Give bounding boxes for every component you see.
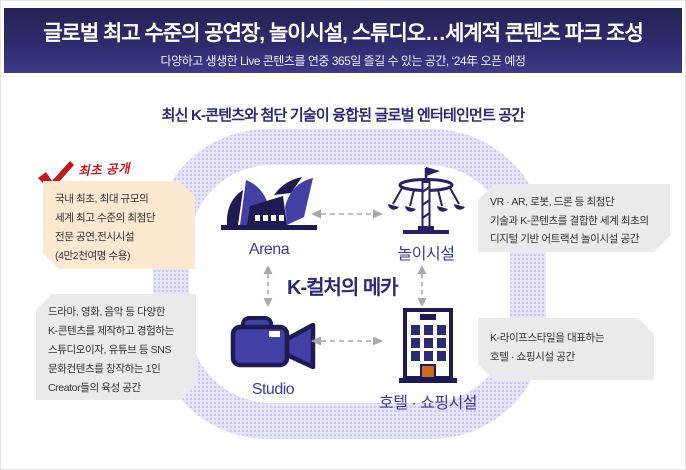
node-arena: Arena xyxy=(219,167,319,259)
arena-icon xyxy=(221,177,317,230)
video-camera-icon xyxy=(230,316,316,369)
diagram-title: 최신 K-콘텐츠와 첨단 기술이 융합된 글로벌 엔터테인먼트 공간 xyxy=(161,107,526,124)
callout-studio-line: 스튜디오이자, 유튜브 등 SNS xyxy=(48,344,172,357)
callout-studio: 드라마, 영화, 음악 등 다양한 K-콘텐츠를 제작하고 경험하는 스튜디오이… xyxy=(36,294,196,400)
callout-arena-line: (4만2천여명 수용) xyxy=(55,250,131,263)
building-icon xyxy=(399,308,457,383)
callout-hotel-line: K-라이프스타일을 대표하는 xyxy=(490,332,605,344)
arrow-ride-hotel xyxy=(417,265,427,307)
first-reveal-label: 최초 공개 xyxy=(77,161,131,179)
callout-arena-line: 전문 공연,전시시설 xyxy=(55,231,135,244)
banner-title: 글로벌 최고 수준의 공연장, 놀이시설, 스튜디오…세계적 콘텐츠 파크 조성 xyxy=(43,22,644,45)
node-studio: Studio xyxy=(229,315,317,399)
arrow-studio-hotel xyxy=(311,336,383,346)
callout-hotel-line: 호텔 · 쇼핑시설 공간 xyxy=(490,351,575,364)
node-ride: 놀이시설 xyxy=(385,164,467,264)
carousel-icon xyxy=(388,167,465,234)
header-banner: 글로벌 최고 수준의 공연장, 놀이시설, 스튜디오…세계적 콘텐츠 파크 조성… xyxy=(4,8,682,73)
ring-shape xyxy=(153,129,546,439)
callout-hotel: K-라이프스타일을 대표하는 호텔 · 쇼핑시설 공간 xyxy=(478,318,654,380)
banner-subtitle: 다양하고 생생한 Live 콘텐츠를 연중 365일 즐길 수 있는 공간, ‘… xyxy=(160,54,526,68)
callout-studio-line: Creator들의 육성 공간 xyxy=(48,382,141,395)
center-label: K-컬처의 메카 xyxy=(287,277,399,299)
node-hotel: 호텔 · 쇼핑시설 xyxy=(378,304,478,413)
callout-ride-line: 기술과 K-콘텐츠를 결합한 세계 최초의 xyxy=(490,214,649,227)
node-hotel-label: 호텔 · 쇼핑시설 xyxy=(378,395,478,412)
callout-arena-line: 국내 최초, 최대 규모의 xyxy=(55,193,149,205)
callout-studio-line: 문화컨텐츠를 창작하는 1인 xyxy=(48,363,161,376)
node-arena-label: Arena xyxy=(248,241,290,258)
node-studio-label: Studio xyxy=(251,381,295,398)
callout-ride-line: VR · AR, 로봇, 드론 등 최첨단 xyxy=(490,196,615,208)
callout-studio-line: 드라마, 영화, 음악 등 다양한 xyxy=(48,306,165,318)
callout-arena: 국내 최초, 최대 규모의 세계 최고 수준의 최첨단 전문 공연,전시시설 (… xyxy=(43,181,195,269)
arrow-arena-studio xyxy=(263,265,273,307)
callout-ride: VR · AR, 로봇, 드론 등 최첨단 기술과 K-콘텐츠를 결합한 세계 … xyxy=(478,184,670,252)
callout-studio-line: K-콘텐츠를 제작하고 경험하는 xyxy=(48,325,174,338)
callout-arena-line: 세계 최고 수준의 최첨단 xyxy=(55,212,156,225)
arrow-arena-ride xyxy=(311,209,383,219)
node-ride-label: 놀이시설 xyxy=(397,246,455,263)
callout-ride-line: 디지털 기반 어트랙션 놀이시설 공간 xyxy=(490,233,639,246)
